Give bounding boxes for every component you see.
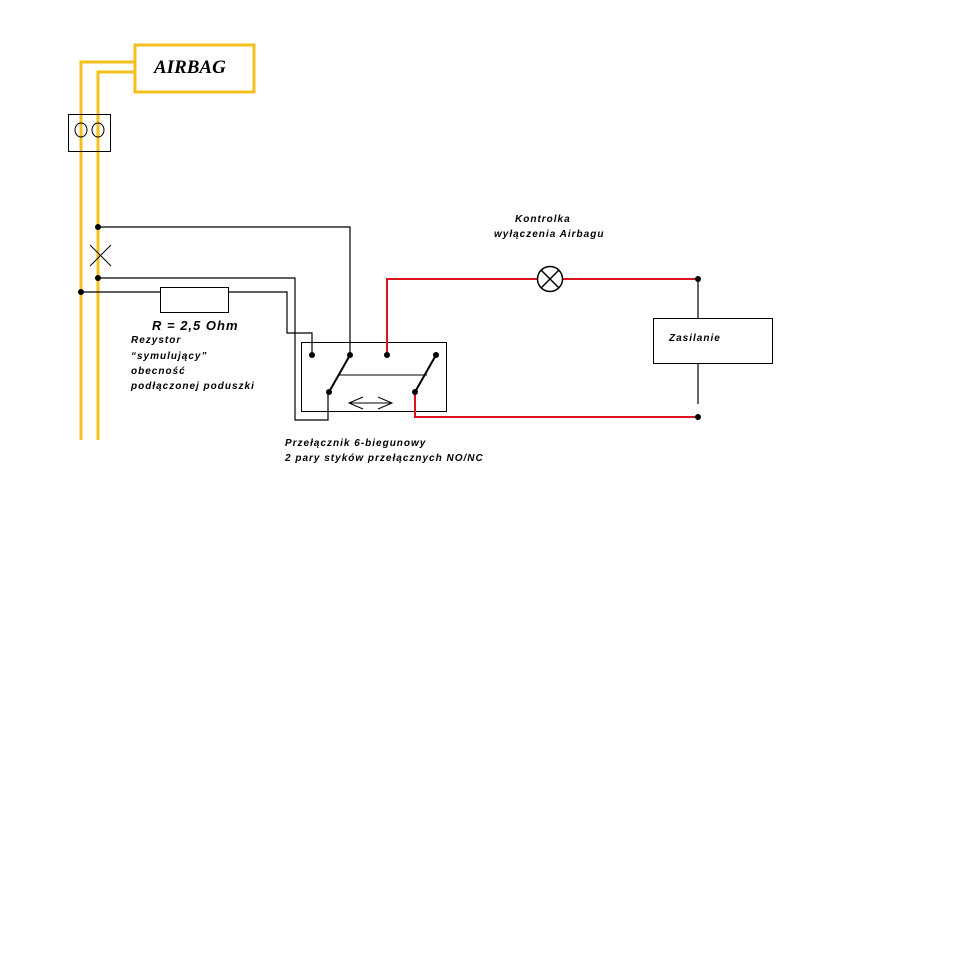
resistor-desc-line: Rezystor <box>131 335 181 346</box>
airbag-wires <box>79 60 134 440</box>
airbag-label: AIRBAG <box>153 57 226 78</box>
switch-label-line: Przełącznik 6-biegunowy <box>285 438 426 449</box>
resistor-desc-line: “symulujący” <box>131 351 207 362</box>
airbag-module: AIRBAG <box>133 43 256 94</box>
resistance-label: R = 2,5 Ohm <box>152 318 239 333</box>
lamp-label-line: Kontrolka <box>515 214 571 225</box>
resistor <box>160 287 229 313</box>
airbag-connector <box>68 114 111 152</box>
wire-cut-mark <box>89 244 112 267</box>
lamp-icon <box>536 265 564 293</box>
double-arrow-icon <box>347 396 394 410</box>
signal-wires <box>81 226 699 421</box>
switch-label-line: 2 pary styków przełącznych NO/NC <box>284 453 484 464</box>
resistor-desc-line: podłączonej poduszki <box>130 381 255 392</box>
resistor-desc-line: obecność <box>131 366 186 377</box>
power-wires <box>386 278 698 418</box>
power-supply-box <box>653 318 773 364</box>
lamp-label-line: wyłączenia Airbagu <box>494 229 604 240</box>
power-label: Zasilanie <box>668 333 721 344</box>
junction-dots <box>78 224 701 420</box>
switch <box>301 342 447 412</box>
